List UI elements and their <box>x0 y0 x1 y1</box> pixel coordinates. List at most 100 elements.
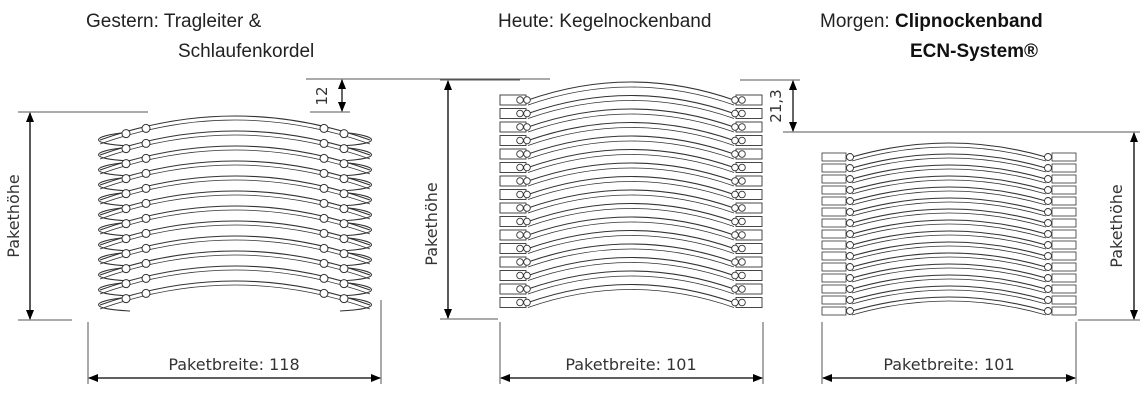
clip-band-left <box>821 262 847 272</box>
cord-slat <box>99 145 371 171</box>
cone-cam <box>523 136 531 145</box>
heading-tomorrow: Morgen: Clipnockenband <box>820 10 1043 34</box>
clip-band-left <box>821 240 847 250</box>
clip-cam <box>1044 307 1052 315</box>
cone-cam <box>738 217 746 226</box>
ladder-ring <box>141 243 151 253</box>
ladder-ring <box>141 288 151 298</box>
clip-cam <box>846 219 854 227</box>
clip-cam <box>1044 252 1052 260</box>
cord-slat <box>99 235 371 261</box>
clip-band-left <box>821 284 847 294</box>
cone-slat <box>527 270 735 290</box>
cord-loop <box>339 191 372 207</box>
cord-loop <box>339 131 372 147</box>
clip-band-right <box>1051 273 1077 283</box>
ladder-ring <box>339 264 349 274</box>
cone-cam <box>523 163 531 172</box>
cord-loop <box>98 221 131 237</box>
cord-loop <box>339 296 372 312</box>
ladder-ring <box>141 213 151 223</box>
cord-slat <box>99 115 371 141</box>
ladder-ring <box>121 174 131 184</box>
cord-slat-edge <box>99 284 371 310</box>
left-package <box>98 115 372 312</box>
cone-slat <box>527 189 735 209</box>
cord-slat <box>99 220 371 246</box>
clip-slat <box>851 153 1047 169</box>
cone-cam <box>731 177 739 185</box>
cone-cam <box>523 150 531 158</box>
clip-slat <box>851 197 1047 213</box>
cord-loop <box>339 221 372 237</box>
ladder-ring <box>319 183 329 193</box>
clip-slat <box>851 175 1047 191</box>
clip-band-left <box>821 251 847 261</box>
ladder-ring <box>339 294 349 304</box>
clip-slat <box>851 219 1047 235</box>
clip-cam <box>846 186 854 194</box>
cone-cam <box>516 96 524 104</box>
cord-slat <box>99 250 371 276</box>
ladder-ring <box>121 279 131 289</box>
right-height-dimension: Pakethöhe <box>1078 131 1140 321</box>
cord-loop <box>98 191 131 207</box>
ladder-ring <box>319 273 329 283</box>
cord-slat-edge <box>99 209 371 235</box>
cone-slat <box>527 176 735 196</box>
clip-band-right <box>1051 240 1077 250</box>
cord-loop <box>98 266 131 282</box>
cone-slat <box>527 284 735 304</box>
cone-cam <box>516 177 524 185</box>
clip-cam <box>846 164 854 172</box>
cone-slat-edge <box>527 289 735 308</box>
cone-cam <box>516 190 524 199</box>
clip-cam <box>846 252 854 260</box>
ladder-ring <box>319 168 329 178</box>
cone-cam <box>731 285 739 293</box>
cord-slat <box>99 190 371 216</box>
cone-cam <box>731 271 739 280</box>
cone-cam <box>523 298 531 307</box>
cone-slat <box>527 230 735 250</box>
ladder-ring <box>121 129 131 139</box>
ladder-ring <box>339 219 349 229</box>
ladder-ring <box>319 288 329 298</box>
clip-band-left <box>821 185 847 195</box>
clip-slat <box>851 274 1047 290</box>
cord-loop <box>98 146 131 162</box>
clip-slat <box>851 252 1047 268</box>
cord-slat-edge <box>99 224 371 250</box>
cord-loop <box>339 251 372 267</box>
left-height-dimension: Pakethöhe <box>4 111 148 321</box>
cone-cam <box>516 244 524 253</box>
cone-cam <box>516 298 524 307</box>
cone-cam <box>516 231 524 239</box>
clip-cam <box>846 175 854 183</box>
cone-slat-edge <box>527 167 735 187</box>
cone-cam <box>516 136 524 145</box>
cone-slat-edge <box>527 86 735 106</box>
cord-loop <box>98 296 131 312</box>
clip-band-left <box>821 295 847 305</box>
clip-slat-edge <box>851 212 1047 228</box>
cord-loop <box>98 251 131 267</box>
clip-cam <box>1044 241 1052 249</box>
ladder-ring <box>339 189 349 199</box>
clip-slat-edge <box>851 278 1047 294</box>
clip-band-left <box>821 196 847 206</box>
clip-band-right <box>1051 185 1077 195</box>
heading-today-prefix: Heute: <box>498 11 554 32</box>
cord-slat-edge <box>99 194 371 220</box>
ladder-ring <box>319 153 329 163</box>
left-offset-label: 12 <box>313 86 331 105</box>
ladder-ring <box>121 264 131 274</box>
cone-cam <box>731 163 739 172</box>
middle-height-label: Pakethöhe <box>422 182 441 265</box>
clip-slat-edge <box>851 146 1047 162</box>
clip-cam <box>1044 197 1052 205</box>
ladder-ring <box>121 144 131 154</box>
cone-cam <box>523 109 531 118</box>
cone-slat-edge <box>527 100 735 119</box>
ladder-ring <box>121 189 131 199</box>
